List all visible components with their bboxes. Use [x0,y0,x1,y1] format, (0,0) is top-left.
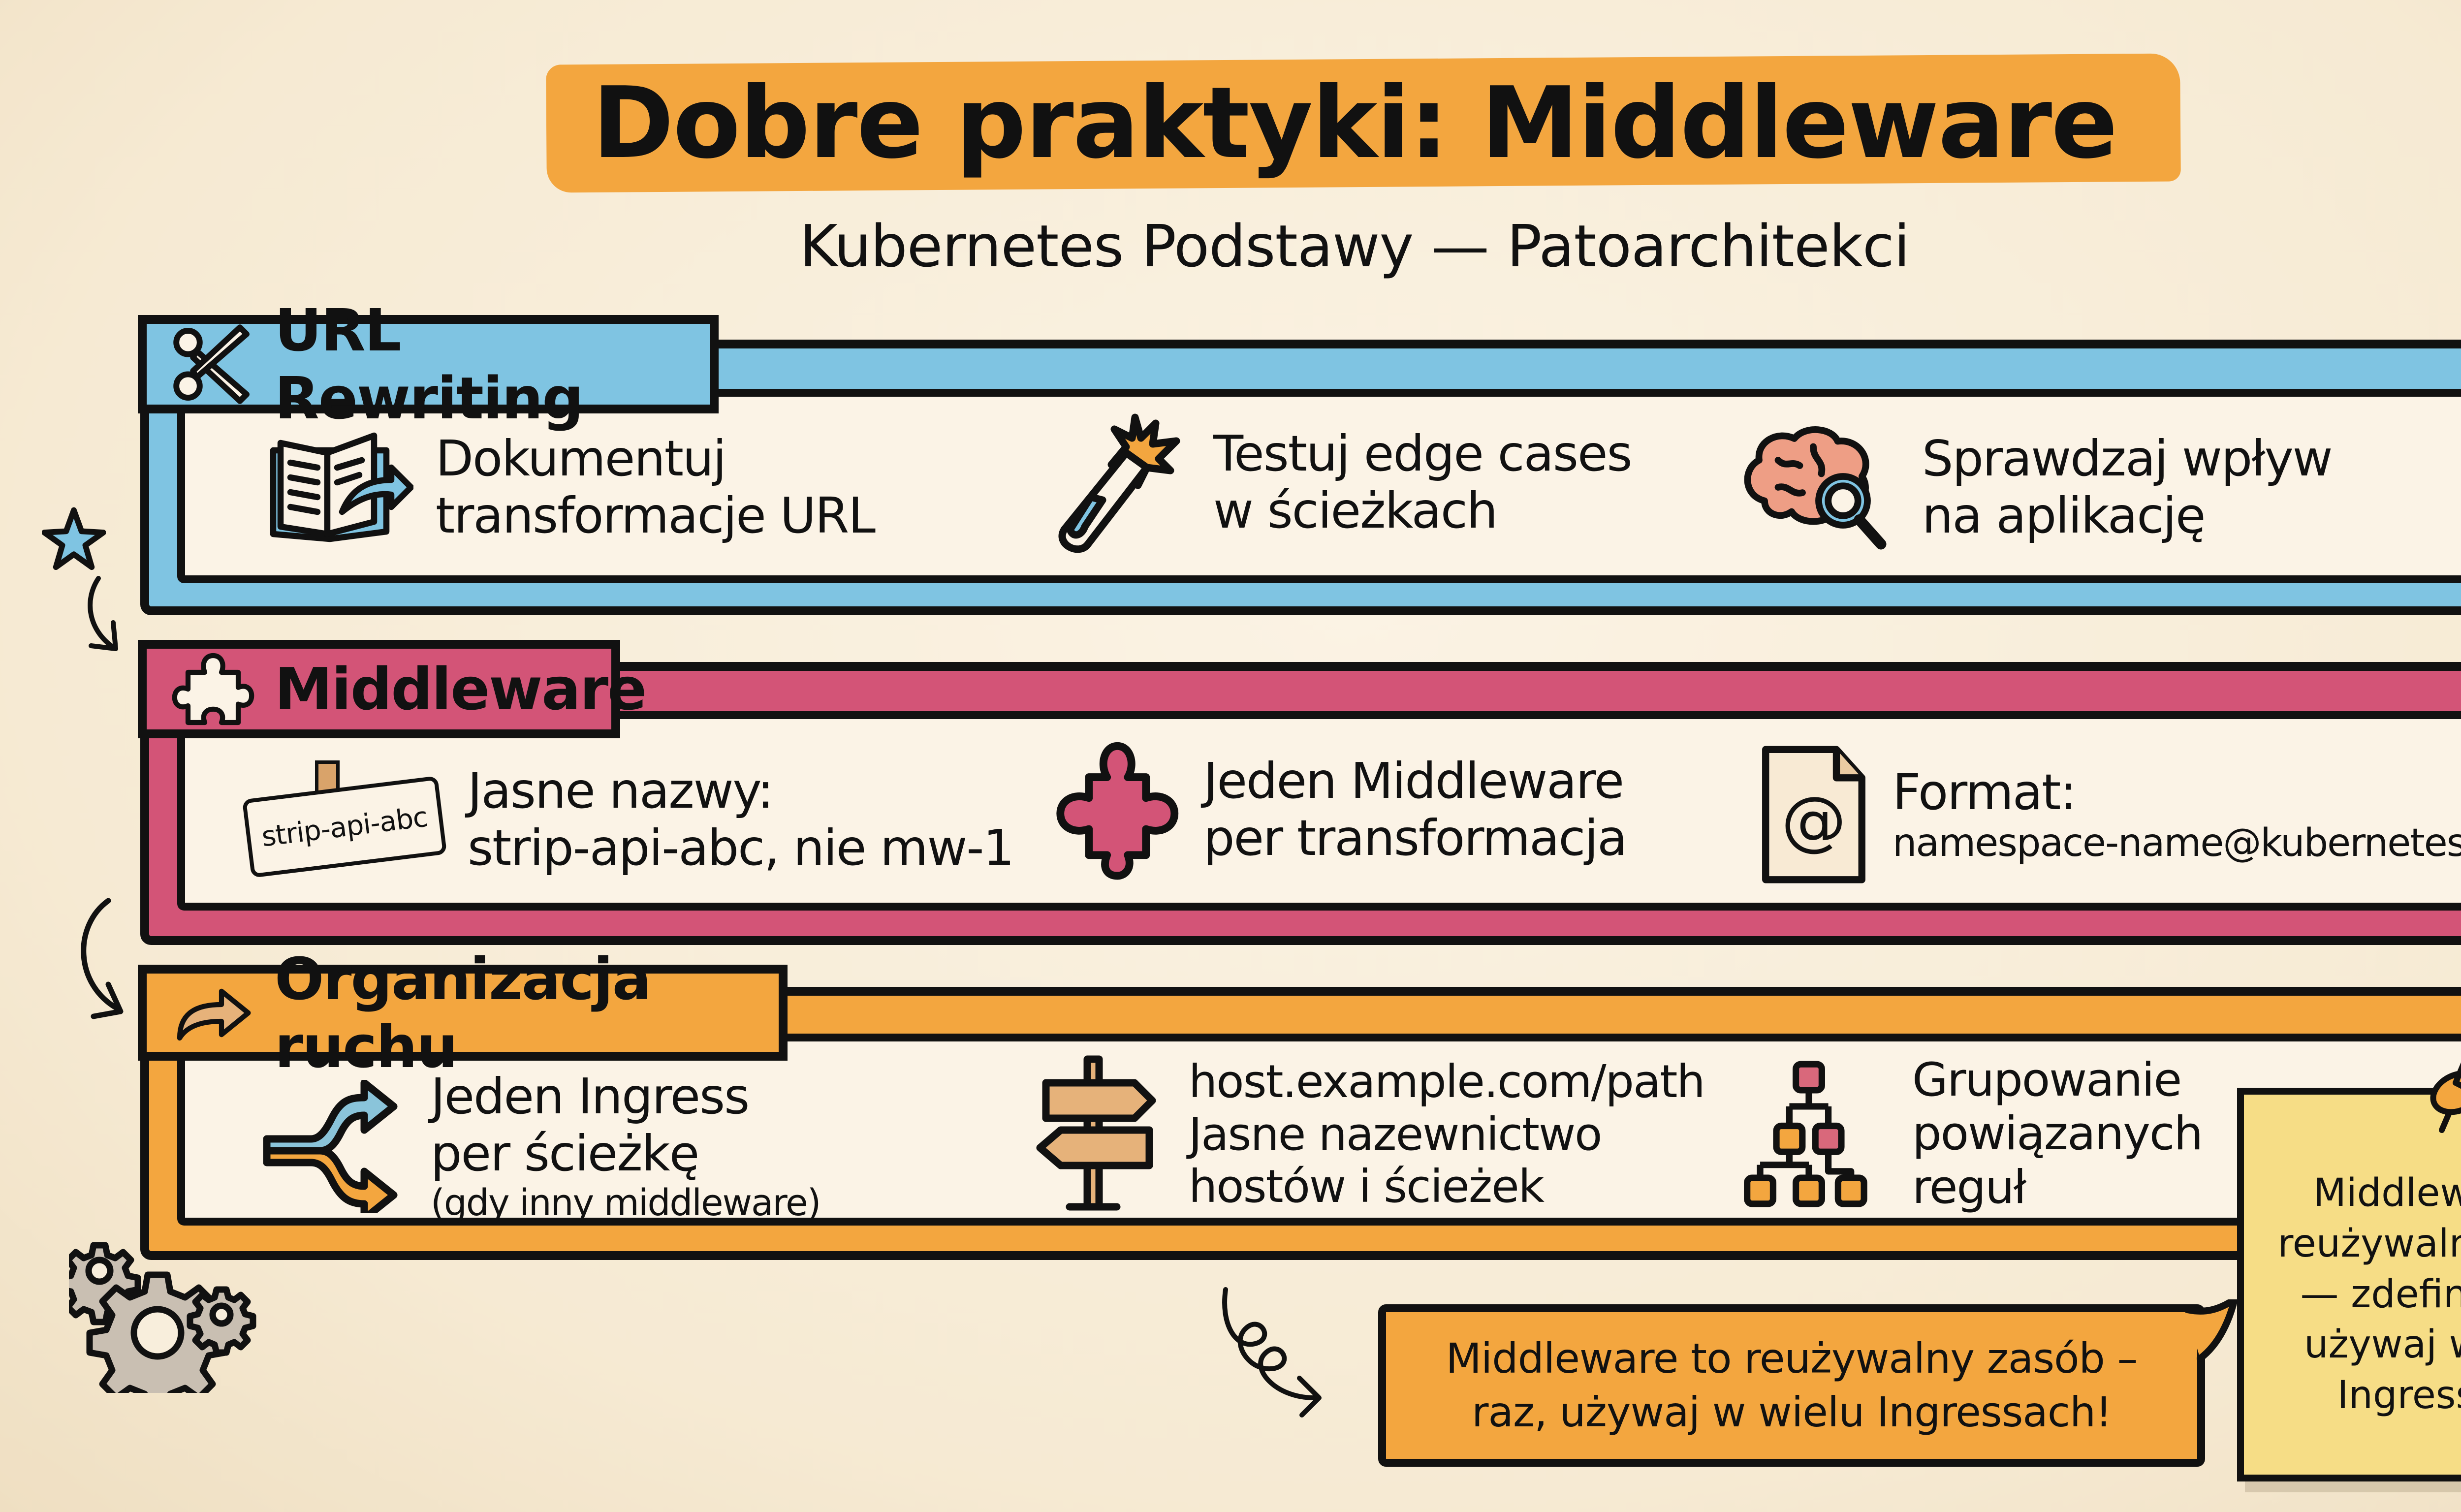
callout-line: raz, używaj w wielu Ingressach! [1472,1388,2112,1436]
speech-tail-icon [2185,1299,2238,1362]
section-header-tab: URL Rewriting [138,296,719,432]
list-item: Jeden Ingress per ścieżkę (gdy inny midd… [261,1068,821,1225]
item-text-line: Testuj edge cases [1213,425,1633,482]
page-subtitle: Kubernetes Podstawy — Patoarchitekci [799,212,1910,280]
name-tag-label: strip-api-abc [242,776,447,878]
item-text-line: Jasne nazewnictwo [1189,1107,1602,1161]
section-header-tab: Organizacja ruchu [138,945,788,1081]
sticky-note-line: Ingressach! [2337,1373,2461,1418]
open-book-arrow-icon [270,432,413,542]
brain-magnifier-icon [1744,426,1887,550]
item-text-line: Jeden Ingress [431,1068,750,1125]
item-text-line: Format: [1893,763,2077,821]
page-title: Dobre praktyki: Middleware [592,65,2118,181]
item-text-line: namespace-name@kubernetescrd [1893,820,2461,865]
item-text-line: Dokumentuj [436,430,726,487]
section-title: URL Rewriting [275,296,584,432]
split-arrows-icon [263,1079,398,1213]
list-item: Sprawdzaj wpływ na aplikację [1737,418,2333,556]
list-item: Jeden Middleware per transformacja [1048,738,1627,881]
item-text-line: Grupowanie [1912,1053,2182,1107]
item-text-line: powiązanych [1912,1107,2203,1161]
item-text-line: transformacje URL [436,487,876,544]
sticky-note-line: reużywalny zasób [2277,1221,2461,1266]
curved-arrow-icon [88,576,118,651]
item-text-line: w ścieżkach [1213,482,1498,539]
at-document-icon: @ [1762,746,1865,883]
svg-text:@: @ [1781,783,1846,859]
sticky-note: Middleware to reużywalny zasób — zdefini… [2237,1088,2461,1481]
item-text-line: per transformacja [1203,809,1627,867]
curved-arrow-icon [177,988,251,1040]
item-text-line: Sprawdzaj wpływ [1922,430,2333,487]
sticky-note-line: Middleware to [2313,1170,2461,1215]
puzzle-piece-icon [1056,742,1179,880]
star-icon [42,507,106,570]
test-tube-explosion-icon [1058,413,1180,553]
name-tag-icon: strip-api-abc [241,760,453,879]
section-content-area [177,389,2461,583]
section-content-area [177,711,2461,911]
list-item: Grupowanie powiązanych reguł [1728,1053,2203,1215]
callout-line: Middleware to reużywalny zasób – [1446,1334,2138,1383]
list-item: Dokumentuj transformacje URL [266,423,876,551]
sticky-note-line: — zdefiniuj raz, [2300,1272,2461,1317]
item-text-line: Jeden Middleware [1203,752,1624,810]
list-item: strip-api-abc Jasne nazwy: strip-api-abc… [241,760,1014,879]
puzzle-piece-icon [172,653,254,725]
squiggle-arrow-icon [1222,1287,1322,1418]
section-title: Middleware [275,655,647,723]
section-title: Organizacja ruchu [275,945,651,1081]
item-text-line: per ścieżkę [431,1125,699,1182]
signpost-icon [1036,1055,1156,1211]
item-text-line: Jasne nazwy: [468,762,774,819]
item-text-line: reguł [1912,1161,2026,1215]
list-item: Testuj edge cases w ścieżkach [1043,409,1633,556]
item-text-line: hostów i ścieżek [1189,1160,1545,1213]
sticky-note-line: używaj w wielu [2304,1323,2461,1367]
item-note: (gdy inny middleware) [431,1182,821,1224]
item-text-line: strip-api-abc, nie mw-1 [468,819,1014,877]
item-text-line: na aplikację [1922,487,2206,544]
scissors-icon [173,324,250,404]
list-item: @ Format: namespace-name@kubernetescrd [1757,741,2461,888]
callout-bubble: Middleware to reużywalny zasób – raz, uż… [1378,1304,2205,1467]
pushpin-icon [2430,1062,2461,1133]
section-content-area [177,1034,2461,1226]
gears-icon [69,1242,256,1393]
section-header-tab: Middleware [138,640,647,738]
list-item: host.example.com/path Jasne nazewnictwo … [1029,1053,1705,1216]
item-text-line: host.example.com/path [1189,1055,1705,1108]
curved-arrow-icon [81,898,124,1019]
hierarchy-tree-icon [1744,1061,1867,1207]
